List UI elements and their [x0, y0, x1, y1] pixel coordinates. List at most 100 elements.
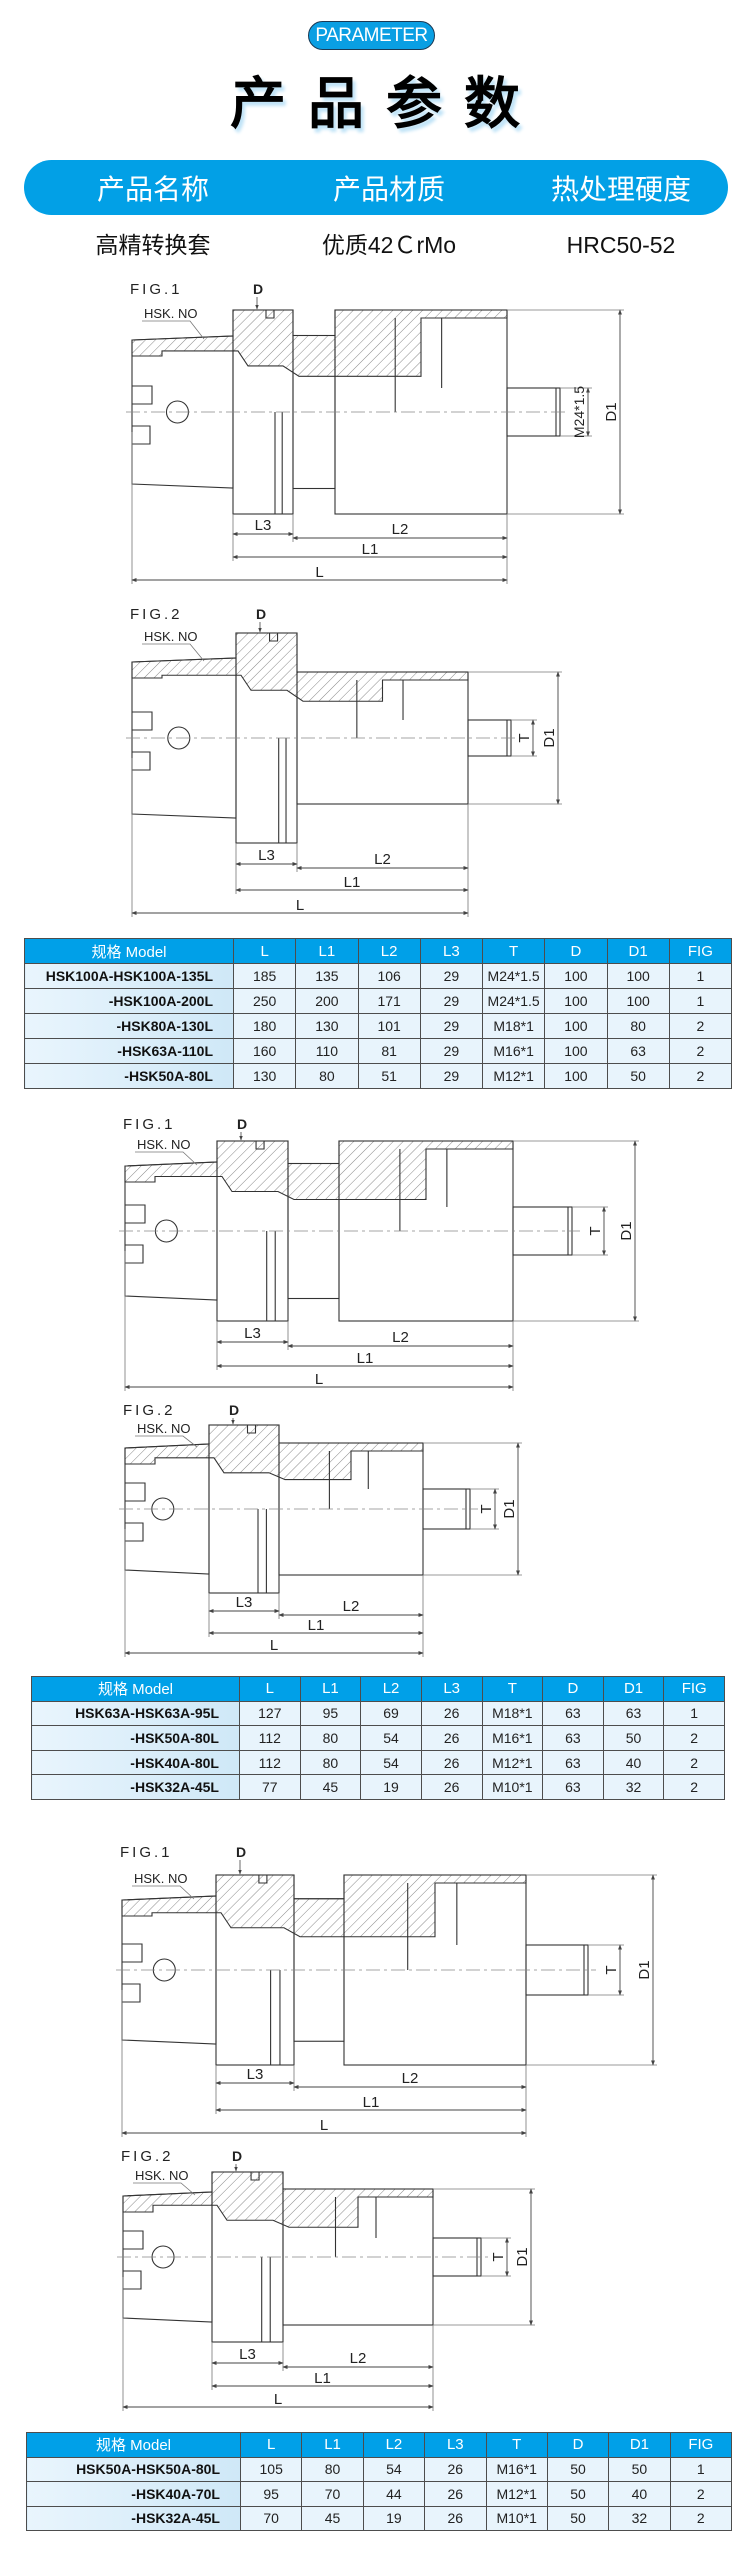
value-cell-d1: 40 — [602, 1749, 665, 1776]
column-header-l1: L1 — [301, 2432, 364, 2458]
value-cell-d1: 63 — [606, 1038, 670, 1064]
value-cell-fig: 2 — [669, 2505, 733, 2531]
flange-groove — [258, 1875, 268, 1884]
value-cell-l2: 19 — [360, 1774, 422, 1800]
value-cell-l2: 54 — [360, 1725, 422, 1751]
value-cell-fig: 2 — [668, 1038, 733, 1064]
label-l3: L3 — [247, 2066, 264, 2083]
parameter-badge: PARAMETER — [308, 21, 435, 50]
value-cell-t: M24*1.5 — [481, 963, 546, 989]
value-cell-d: 63 — [542, 1725, 604, 1751]
label-d1: D1 — [501, 1499, 518, 1518]
value-cell-l1: 130 — [295, 1013, 359, 1039]
value-cell-l: 95 — [239, 2481, 303, 2507]
column-header-fig: FIG — [669, 2432, 733, 2458]
value-cell-l1: 135 — [295, 963, 359, 989]
label-d1: D1 — [603, 402, 620, 421]
value-cell-d1: 50 — [606, 1063, 670, 1089]
value-cell-l3: 29 — [419, 1063, 484, 1089]
column-header-l2: L2 — [362, 2432, 426, 2458]
value-cell-l1: 80 — [299, 1749, 362, 1776]
hsk-number-label: HSK. NO — [144, 306, 197, 321]
value-cell-l2: 19 — [362, 2505, 426, 2531]
label-l1: L1 — [363, 2094, 380, 2111]
label-l1: L1 — [308, 1617, 325, 1634]
value-cell-fig: 1 — [669, 2456, 733, 2482]
value-cell-fig: 2 — [669, 2481, 733, 2507]
value-cell-d: 63 — [542, 1749, 604, 1776]
value-cell-d: 50 — [546, 2505, 610, 2531]
drive-slot — [125, 1482, 146, 1542]
label-l2: L2 — [374, 851, 391, 868]
column-header-d: D — [544, 938, 608, 964]
column-header-l: L — [239, 2432, 303, 2458]
value-cell-fig: 2 — [668, 1063, 733, 1089]
hsk-number-label: HSK. NO — [134, 1871, 187, 1886]
model-cell: -HSK100A-200L — [24, 988, 234, 1014]
value-cell-l1: 80 — [301, 2456, 364, 2482]
value-cell-l2: 106 — [357, 963, 421, 989]
value-cell-d1: 32 — [608, 2505, 671, 2531]
flange-groove — [246, 1425, 257, 1434]
label-l: L — [315, 1371, 323, 1388]
figure-label: FIG.2 — [130, 606, 183, 623]
label-d: D — [236, 1844, 246, 1860]
hsk-number-label: HSK. NO — [137, 1421, 190, 1436]
column-header-model: 规格 Model — [24, 938, 234, 964]
value-cell-fig: 1 — [663, 1700, 725, 1727]
value-cell-d1: 100 — [606, 963, 670, 989]
value-cell-t: M16*1 — [485, 2456, 548, 2482]
product-material-heading: 产品材质 — [332, 173, 445, 205]
label-t: T — [516, 733, 533, 742]
model-cell: -HSK63A-110L — [24, 1038, 234, 1064]
hsk-leader-line — [133, 2182, 196, 2196]
column-header-fig: FIG — [668, 938, 733, 964]
figure-label: FIG.2 — [121, 2148, 174, 2165]
value-cell-l2: 81 — [357, 1038, 421, 1064]
product-material-value: 优质42ＣrMo — [321, 232, 457, 258]
column-header-t: T — [485, 2432, 548, 2458]
value-cell-l: 112 — [239, 1749, 301, 1776]
model-cell: -HSK80A-130L — [24, 1013, 234, 1039]
value-cell-d: 100 — [544, 1063, 608, 1089]
value-cell-t: M18*1 — [481, 1013, 546, 1039]
value-cell-d1: 80 — [606, 1013, 670, 1039]
value-cell-l3: 26 — [420, 1774, 483, 1800]
model-cell: -HSK50A-80L — [24, 1063, 234, 1089]
value-cell-t: M12*1 — [481, 1063, 546, 1089]
value-cell-l1: 45 — [301, 2505, 364, 2531]
value-cell-l: 185 — [232, 963, 297, 989]
value-cell-l1: 80 — [299, 1725, 362, 1751]
label-l3: L3 — [236, 1594, 253, 1611]
label-t: T — [587, 1226, 604, 1235]
value-cell-l: 70 — [239, 2505, 303, 2531]
label-d1: D1 — [636, 1960, 653, 1979]
value-cell-fig: 2 — [663, 1725, 725, 1751]
drive-slot — [132, 385, 153, 445]
value-cell-l1: 45 — [299, 1774, 362, 1800]
hsk-leader-line — [142, 643, 205, 662]
value-cell-l2: 101 — [357, 1013, 421, 1039]
column-header-t: T — [481, 1676, 544, 1702]
value-cell-d: 100 — [544, 963, 608, 989]
value-cell-l3: 26 — [420, 1725, 483, 1751]
value-cell-l: 127 — [239, 1700, 301, 1727]
value-cell-t: M18*1 — [481, 1700, 544, 1727]
value-cell-fig: 1 — [668, 963, 733, 989]
value-cell-d: 63 — [542, 1774, 604, 1800]
hsk-leader-line — [142, 320, 205, 340]
